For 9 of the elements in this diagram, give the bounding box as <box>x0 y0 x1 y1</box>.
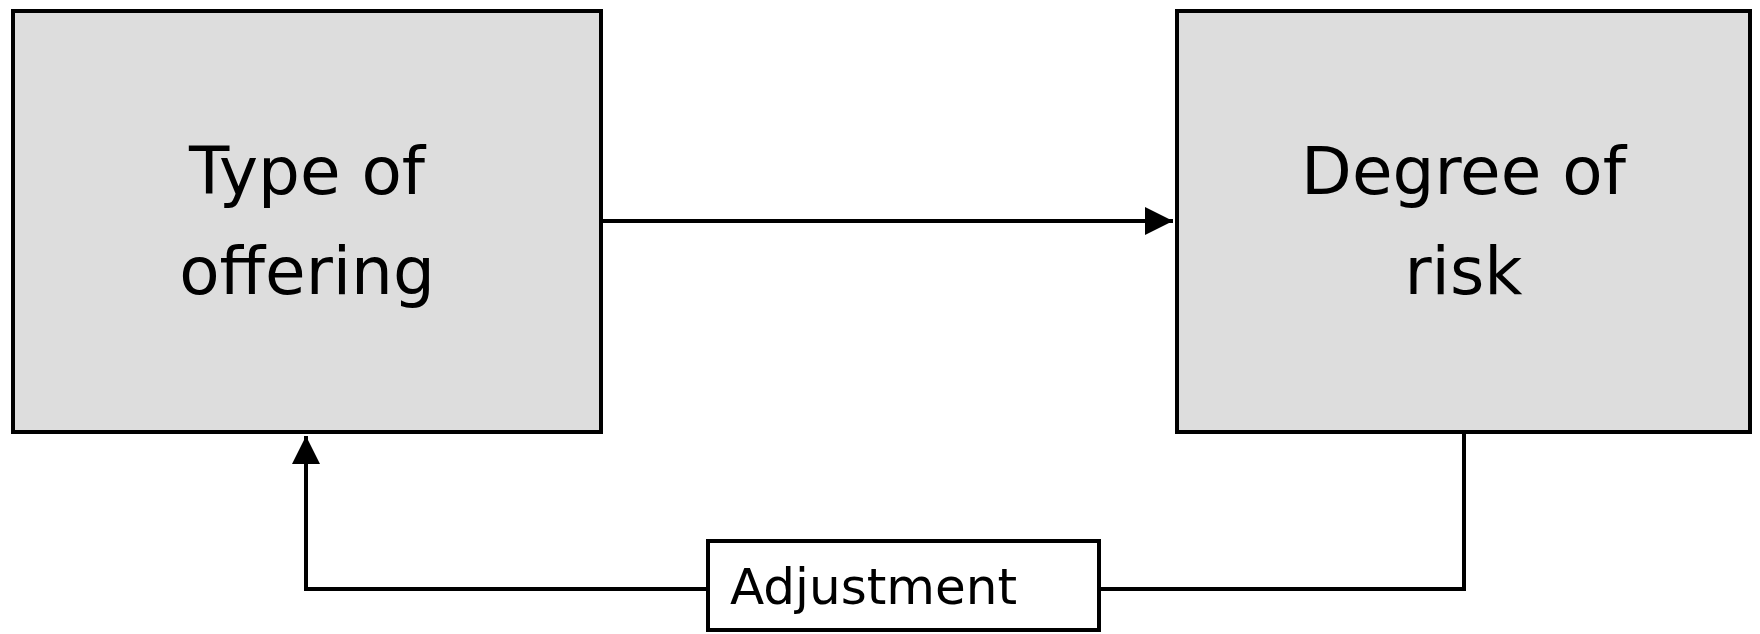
node-text: Degree of risk <box>1300 131 1629 312</box>
arrow <box>603 207 1173 235</box>
arrow <box>292 436 706 591</box>
node-text: Type of offering <box>178 131 436 312</box>
process-box <box>11 9 603 434</box>
process-box <box>1175 9 1752 434</box>
label-box <box>706 539 1101 632</box>
node-text: Adjustment <box>730 557 1018 617</box>
connector-line <box>1101 434 1466 591</box>
